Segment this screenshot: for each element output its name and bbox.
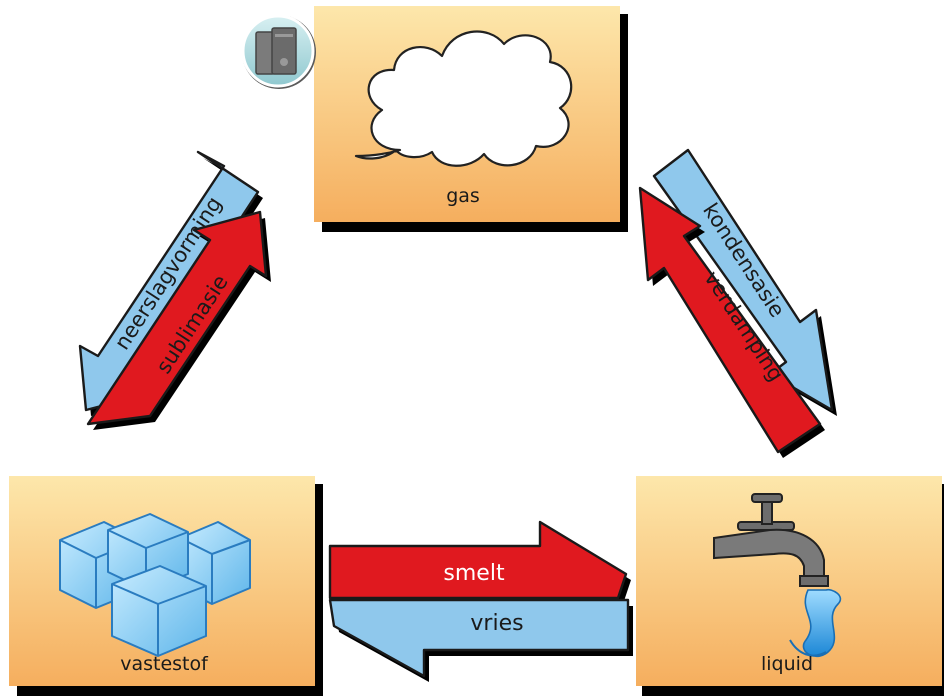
solid-state-box: vastestof: [9, 476, 323, 696]
liquid-state-box: liquid: [636, 476, 944, 696]
liquid-label: liquid: [761, 653, 813, 675]
vries-label: vries: [470, 611, 523, 636]
books-icon: [241, 14, 316, 89]
ice-cubes-icon: [59, 513, 251, 657]
gas-state-box: gas: [314, 6, 628, 232]
vries-arrow: vries: [328, 598, 633, 682]
solid-label: vastestof: [120, 653, 209, 675]
gas-label: gas: [446, 185, 480, 207]
water-tap-icon: [713, 493, 842, 657]
cloud-icon: [354, 30, 573, 167]
smelt-arrow: smelt: [328, 520, 631, 604]
smelt-label: smelt: [443, 561, 505, 586]
